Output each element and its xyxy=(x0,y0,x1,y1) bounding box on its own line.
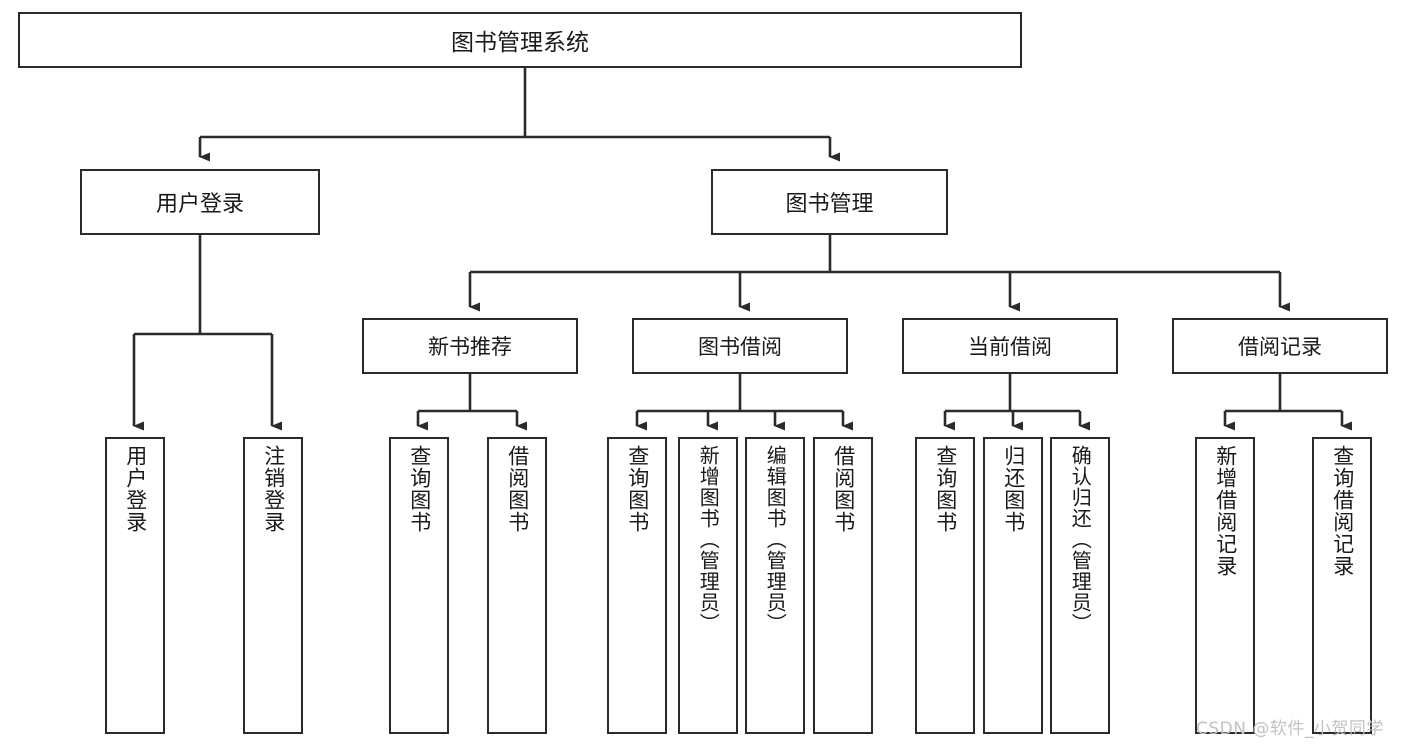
leaf-add-book-admin[interactable]: 新增图书（管理员） xyxy=(678,437,738,734)
leaf-edit-book-admin[interactable]: 编辑图书（管理员） xyxy=(745,437,805,734)
node-user-login-label: 用户登录 xyxy=(155,192,244,217)
leaf-add-book-admin-label: 新增图书（管理员） xyxy=(696,445,721,634)
leaf-logout[interactable]: 注销登录 xyxy=(243,437,303,734)
node-new-book-recommend-label: 新书推荐 xyxy=(428,335,512,359)
watermark-text: CSDN @软件_小贺同学 xyxy=(1196,719,1384,739)
leaf-confirm-return-admin-label: 确认归还（管理员） xyxy=(1068,445,1093,634)
leaf-borrow-book[interactable]: 借阅图书 xyxy=(813,437,873,734)
leaf-query-book-newbook[interactable]: 查询图书 xyxy=(389,437,449,734)
node-book-management-label: 图书管理 xyxy=(785,192,874,217)
leaf-query-book-borrow-label: 查询图书 xyxy=(625,445,650,533)
leaf-query-book-current[interactable]: 查询图书 xyxy=(915,437,975,734)
edges-userlogin-to-leaves xyxy=(132,235,282,431)
leaf-query-book-current-label: 查询图书 xyxy=(933,445,958,533)
leaf-borrow-book-newbook[interactable]: 借阅图书 xyxy=(487,437,547,734)
leaf-add-borrow-record-label: 新增借阅记录 xyxy=(1213,445,1238,577)
leaf-user-login[interactable]: 用户登录 xyxy=(105,437,165,734)
leaf-confirm-return-admin[interactable]: 确认归还（管理员） xyxy=(1050,437,1110,734)
leaf-logout-label: 注销登录 xyxy=(261,445,286,533)
leaf-query-borrow-record[interactable]: 查询借阅记录 xyxy=(1312,437,1372,734)
edges-borrowrecord-to-leaves xyxy=(1223,374,1352,431)
edges-newbook-to-leaves xyxy=(416,374,527,431)
node-root-label: 图书管理系统 xyxy=(451,30,589,56)
leaf-borrow-book-label: 借阅图书 xyxy=(831,445,856,533)
leaf-query-borrow-record-label: 查询借阅记录 xyxy=(1330,445,1355,577)
node-root-system[interactable]: 图书管理系统 xyxy=(18,12,1022,68)
node-book-borrow-label: 图书借阅 xyxy=(698,335,782,359)
leaf-user-login-label: 用户登录 xyxy=(123,445,148,533)
node-borrow-record-label: 借阅记录 xyxy=(1238,335,1322,359)
leaf-return-book-label: 归还图书 xyxy=(1001,445,1026,533)
edges-currentborrow-to-leaves xyxy=(943,374,1090,431)
node-current-borrow[interactable]: 当前借阅 xyxy=(902,318,1118,374)
edges-bookborrow-to-leaves xyxy=(635,374,853,431)
leaf-return-book[interactable]: 归还图书 xyxy=(983,437,1043,734)
node-book-management[interactable]: 图书管理 xyxy=(711,169,948,235)
leaf-borrow-book-newbook-label: 借阅图书 xyxy=(505,445,530,533)
leaf-query-book-newbook-label: 查询图书 xyxy=(407,445,432,533)
leaf-add-borrow-record[interactable]: 新增借阅记录 xyxy=(1195,437,1255,734)
leaf-edit-book-admin-label: 编辑图书（管理员） xyxy=(763,445,788,634)
edges-root-to-level1 xyxy=(198,68,840,162)
node-borrow-record[interactable]: 借阅记录 xyxy=(1172,318,1388,374)
edges-bookmanage-to-level2 xyxy=(468,235,1290,312)
node-current-borrow-label: 当前借阅 xyxy=(968,335,1052,359)
node-book-borrow[interactable]: 图书借阅 xyxy=(632,318,848,374)
node-new-book-recommend[interactable]: 新书推荐 xyxy=(362,318,578,374)
leaf-query-book-borrow[interactable]: 查询图书 xyxy=(607,437,667,734)
node-user-login[interactable]: 用户登录 xyxy=(80,169,320,235)
